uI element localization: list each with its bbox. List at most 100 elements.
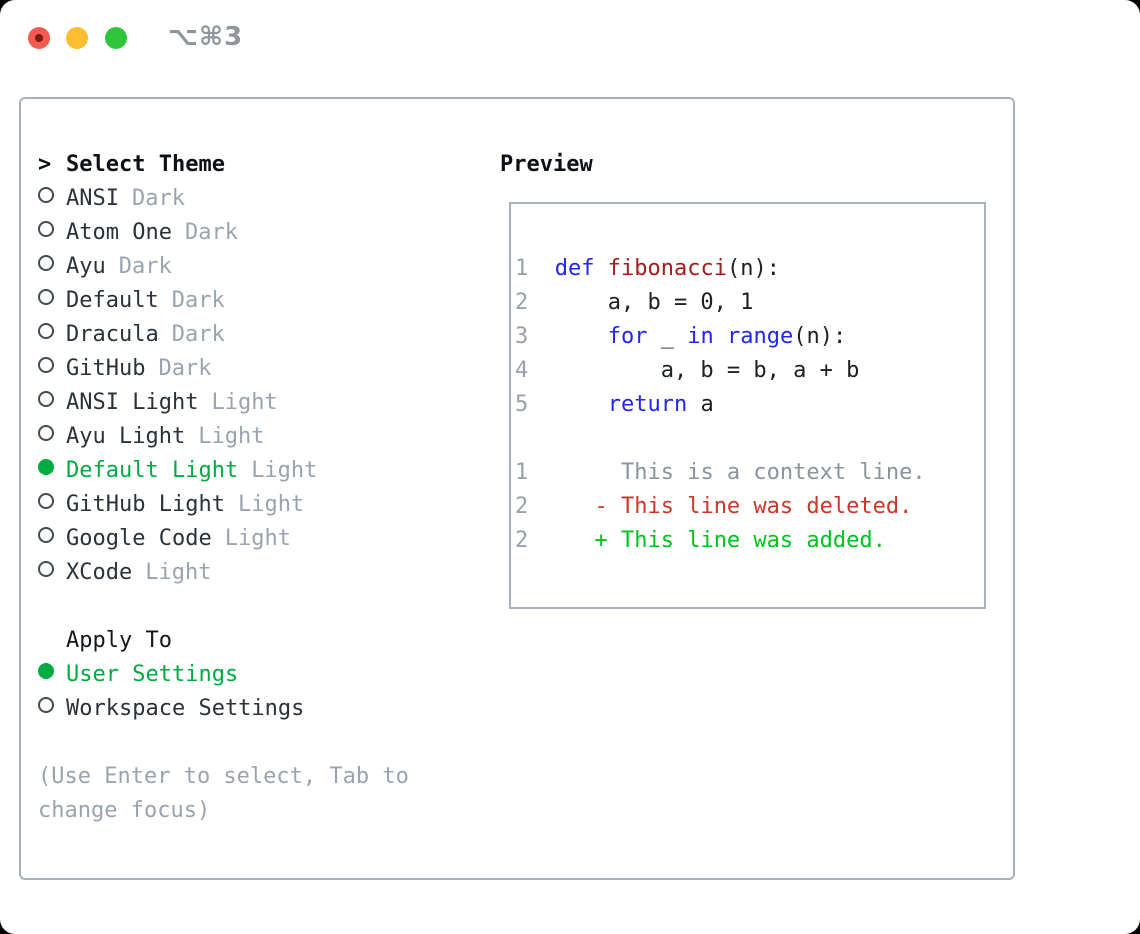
theme-name: Default xyxy=(66,288,159,313)
radio-icon xyxy=(38,386,66,420)
code-segment-plain: a, b = 0, 1 xyxy=(528,290,754,315)
preview-column: Preview 1 def fibonacci(n):2 a, b = 0, 1… xyxy=(500,148,1000,609)
theme-option-dracula-dark[interactable]: Dracula Dark xyxy=(38,318,483,352)
code-segment-plain xyxy=(528,392,607,417)
theme-list-header-row: > Select Theme xyxy=(38,148,483,182)
code-segment-ctx: This is a context line. xyxy=(620,460,926,485)
theme-name: Atom One xyxy=(66,220,172,245)
radio-circle xyxy=(38,289,54,305)
code-segment-plain xyxy=(528,494,594,519)
code-segment-plain xyxy=(528,528,594,553)
window-title: ⌥⌘3 xyxy=(168,22,244,52)
preview-title: Preview xyxy=(500,152,593,177)
code-segment-kw: range xyxy=(726,324,794,349)
minimize-button[interactable] xyxy=(66,27,88,49)
code-segment-plain: a xyxy=(687,392,714,417)
theme-option-ayu-dark[interactable]: Ayu Dark xyxy=(38,250,483,284)
radio-icon xyxy=(38,216,66,250)
radio-circle xyxy=(38,697,54,713)
theme-variant-tag: Light xyxy=(198,424,265,449)
radio-circle xyxy=(38,255,54,271)
theme-name: ANSI Light xyxy=(66,390,199,415)
theme-variant-tag: Light xyxy=(251,458,318,483)
code-segment-num: 1 xyxy=(515,460,529,485)
zoom-button[interactable] xyxy=(105,27,127,49)
theme-name: Dracula xyxy=(66,322,159,347)
radio-circle xyxy=(38,425,54,441)
code-segment-num: 4 xyxy=(515,358,529,383)
theme-variant-tag: Dark xyxy=(184,220,238,245)
apply-option-workspace-settings[interactable]: Workspace Settings xyxy=(38,692,483,726)
code-segment-plain xyxy=(528,460,621,485)
theme-option-github-dark[interactable]: GitHub Dark xyxy=(38,352,483,386)
code-segment-plain: (n): xyxy=(793,324,847,349)
code-segment-del: - This line was deleted. xyxy=(594,494,913,519)
radio-circle xyxy=(38,663,54,679)
theme-name: Ayu xyxy=(66,254,106,279)
code-line: 1 This is a context line. xyxy=(515,456,980,490)
radio-circle xyxy=(38,391,54,407)
theme-option-ayu-light-light[interactable]: Ayu Light Light xyxy=(38,420,483,454)
radio-circle xyxy=(38,561,54,577)
code-segment-num: 5 xyxy=(515,392,529,417)
radio-icon xyxy=(38,318,66,352)
radio-icon xyxy=(38,692,66,726)
radio-icon xyxy=(38,420,66,454)
code-segment-num: 1 xyxy=(515,256,529,281)
theme-name: GitHub xyxy=(66,356,146,381)
cursor-icon: > xyxy=(38,152,52,177)
code-segment-num: 2 xyxy=(515,494,529,519)
radio-circle xyxy=(38,459,54,475)
theme-option-ansi-light-light[interactable]: ANSI Light Light xyxy=(38,386,483,420)
code-segment-plain: (n): xyxy=(726,256,780,281)
code-segment-plain xyxy=(595,256,608,281)
code-segment-kw: def xyxy=(554,256,595,281)
theme-name: Ayu Light xyxy=(66,424,186,449)
theme-variant-tag: Dark xyxy=(171,322,225,347)
code-line: 5 return a xyxy=(515,388,980,422)
code-segment-num: 2 xyxy=(515,290,529,315)
theme-variant-tag: Light xyxy=(145,560,212,585)
code-segment-kw: for xyxy=(607,324,648,349)
radio-circle xyxy=(38,187,54,203)
code-segment-fn: fibonacci xyxy=(607,256,727,281)
code-segment-plain xyxy=(528,324,607,349)
code-line: 1 def fibonacci(n): xyxy=(515,252,980,286)
code-segment-plain: a, b = b, a + b xyxy=(528,358,860,383)
code-segment-kw: return xyxy=(607,392,688,417)
theme-variant-tag: Dark xyxy=(158,356,212,381)
theme-variant-tag: Light xyxy=(237,492,305,517)
hint-text: (Use Enter to select, Tab to change focu… xyxy=(38,764,409,823)
code-line: 2 + This line was added. xyxy=(515,524,980,558)
close-button[interactable] xyxy=(28,27,50,49)
theme-list-title: Select Theme xyxy=(66,152,225,177)
code-blank-line xyxy=(515,422,980,456)
theme-variant-tag: Light xyxy=(211,390,278,415)
radio-selected-icon xyxy=(38,658,66,692)
code-segment-plain xyxy=(714,324,727,349)
radio-icon xyxy=(38,522,66,556)
radio-icon xyxy=(38,250,66,284)
apply-option-user-settings[interactable]: User Settings xyxy=(38,658,483,692)
code-line: 4 a, b = b, a + b xyxy=(515,354,980,388)
radio-icon xyxy=(38,182,66,216)
theme-option-atom-one-dark[interactable]: Atom One Dark xyxy=(38,216,483,250)
radio-icon xyxy=(38,284,66,318)
code-line: 2 a, b = 0, 1 xyxy=(515,286,980,320)
spacer xyxy=(38,726,483,760)
theme-variant-tag: Dark xyxy=(118,254,172,279)
radio-icon xyxy=(38,352,66,386)
code-segment-kw: in xyxy=(687,324,714,349)
code-line: 3 for _ in range(n): xyxy=(515,320,980,354)
